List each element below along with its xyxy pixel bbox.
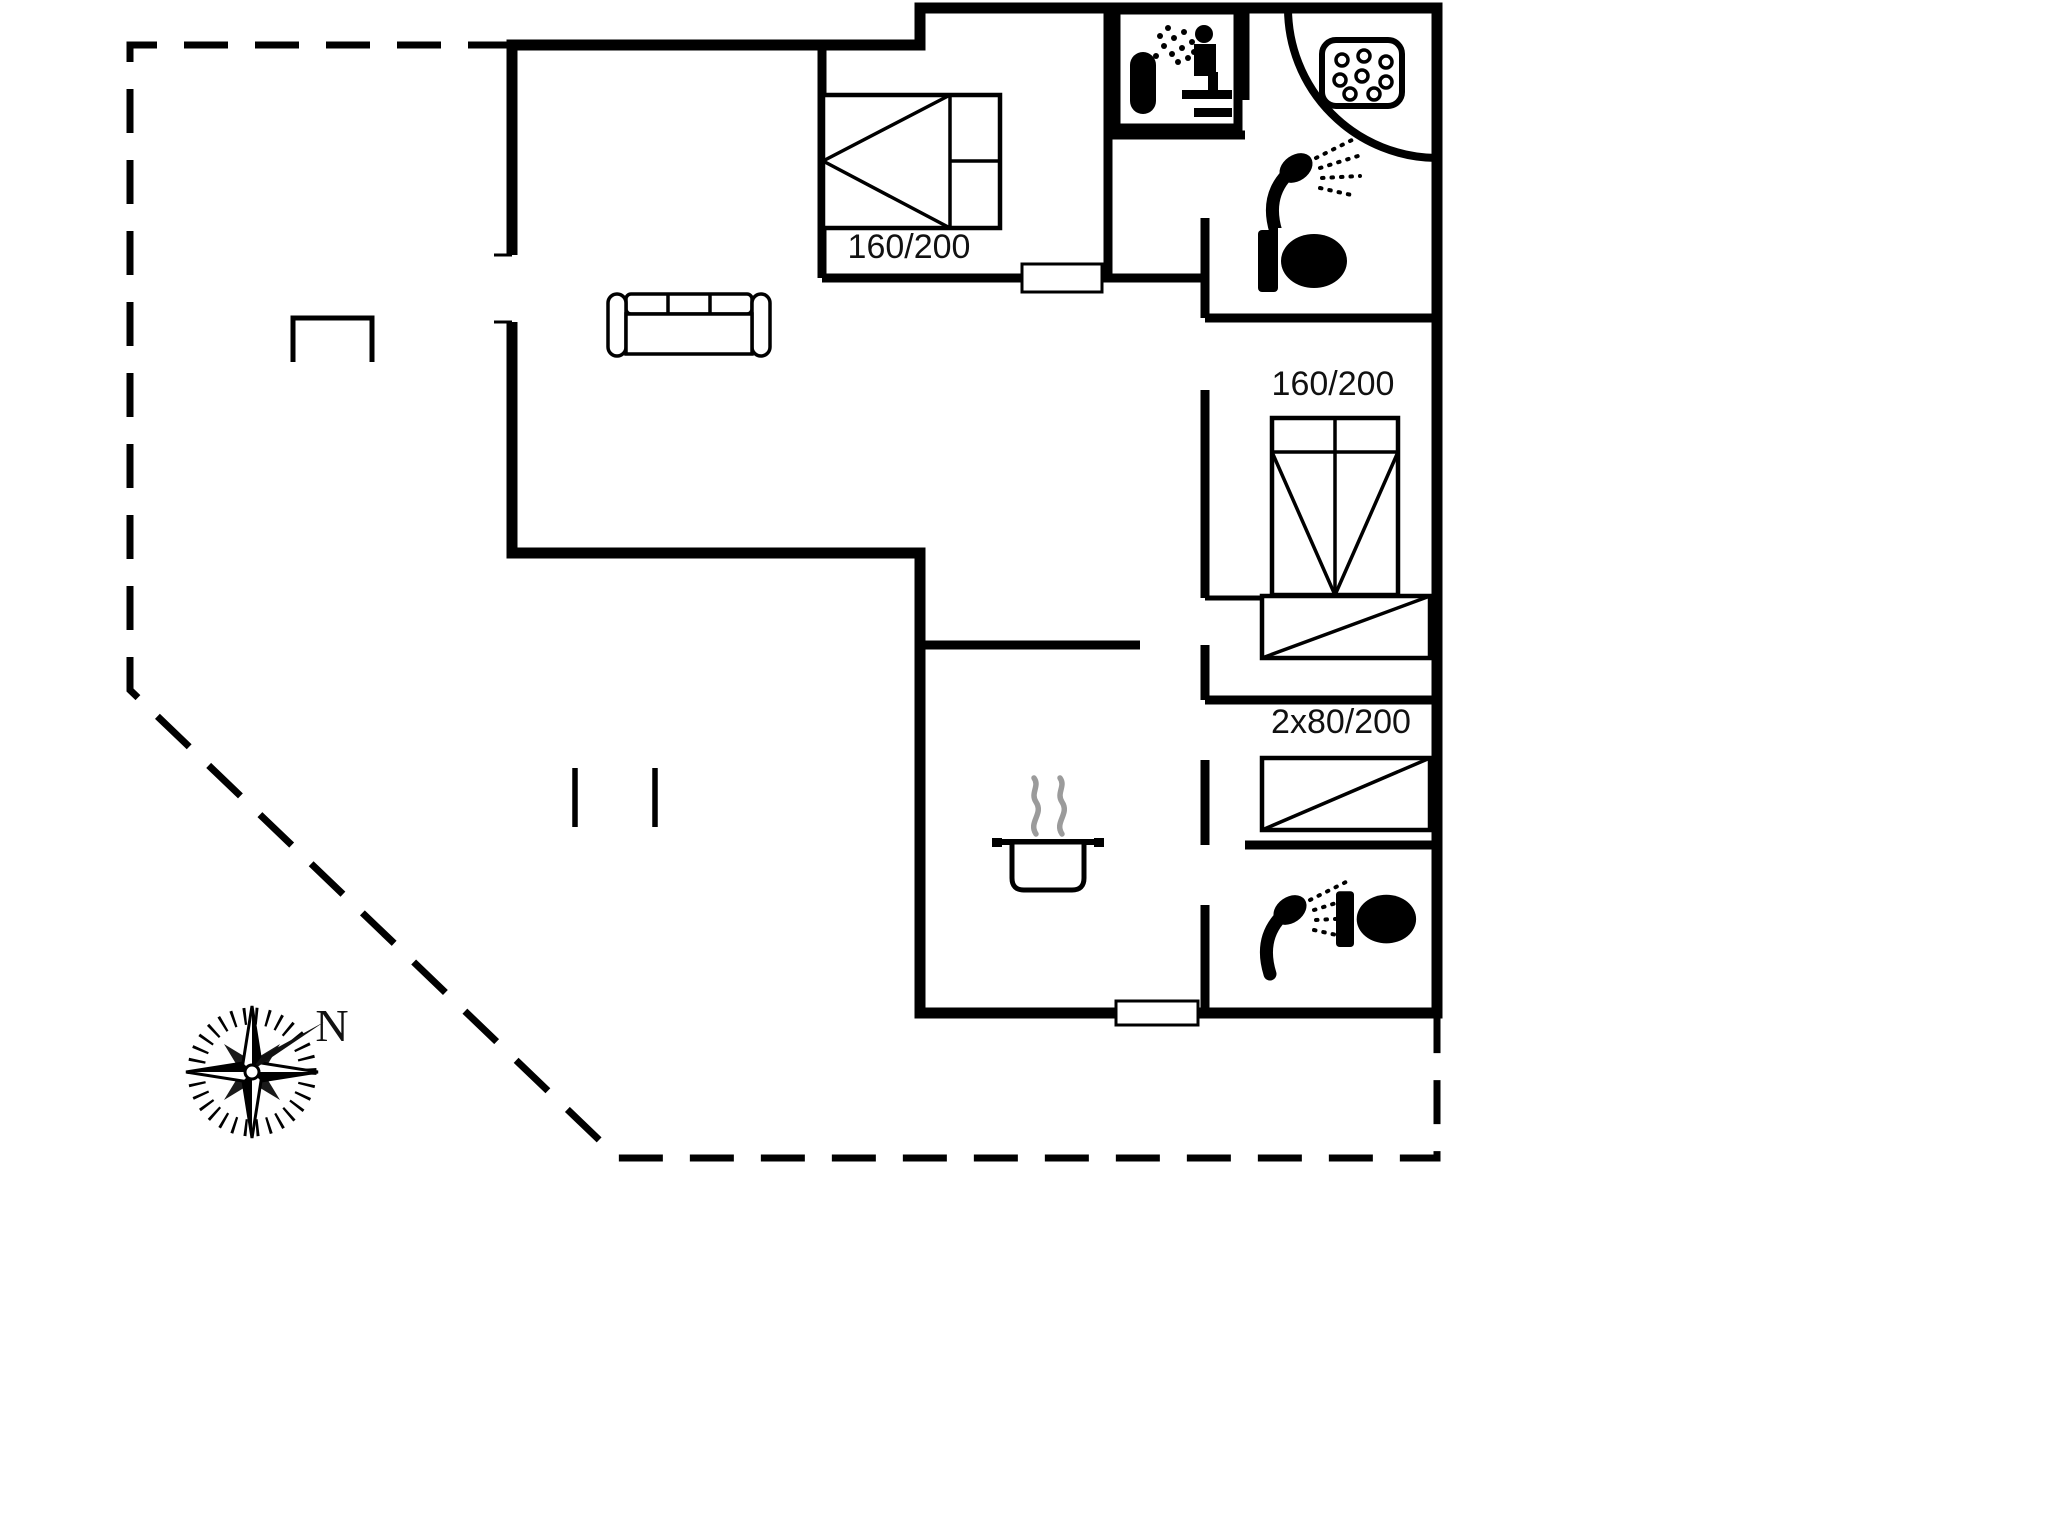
bathroom1-toilet-icon	[1258, 228, 1347, 294]
bathroom2-toilet-icon	[1336, 889, 1417, 949]
bedroom3-bunk-size-label: 2x80/200	[1271, 703, 1411, 741]
bottom-wall-window-opening	[1114, 999, 1200, 1027]
bedroom2-bed-size-label: 160/200	[1272, 365, 1395, 403]
bedroom3-bunk-bed-icon	[1259, 755, 1433, 833]
whirlpool-tub-icon	[1284, 7, 1438, 162]
bedroom2-double-bed-icon	[1269, 415, 1401, 598]
property-boundary	[126, 41, 1441, 1162]
sauna-icon	[1111, 5, 1243, 133]
sofa-icon	[606, 292, 772, 358]
bedroom1-bed-size-label: 160/200	[848, 228, 971, 266]
cooking-pot-icon	[992, 775, 1104, 893]
interior-walls	[817, 8, 1437, 1013]
exterior-walls	[506, 2, 1443, 1019]
compass-north-label: N	[315, 1000, 348, 1051]
terrace-step-markers	[572, 768, 658, 827]
terrace-bench	[290, 315, 375, 362]
bedroom2-wardrobe-icon	[1259, 593, 1433, 661]
bedroom1-double-bed-icon	[820, 92, 1003, 231]
terrace-door-jambs	[494, 253, 512, 324]
bathroom1-shower-icon	[1272, 140, 1360, 232]
bedroom1-door-opening	[1020, 262, 1104, 294]
compass-rose-icon	[185, 1005, 324, 1139]
